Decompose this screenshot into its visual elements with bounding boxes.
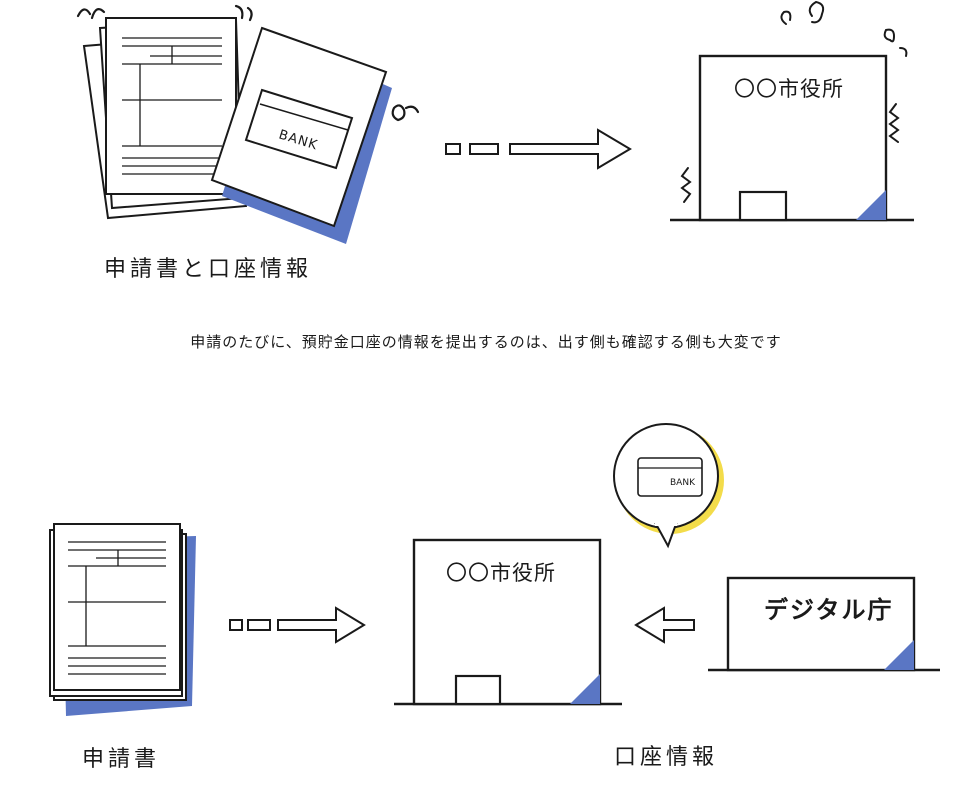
- document-stack-icon: [82, 17, 392, 244]
- documents-label-bottom: 申請書: [82, 747, 160, 772]
- document-stack-icon: [49, 523, 196, 716]
- documents-label-top: 申請書と口座情報: [104, 257, 312, 282]
- arrow-right-icon: [229, 606, 366, 644]
- digital-agency-label: デジタル庁: [764, 596, 894, 624]
- explanation-caption: 申請のたびに、預貯金口座の情報を提出するのは、出す側も確認する側も大変です: [190, 333, 782, 351]
- city-office-label-bottom: 〇〇市役所: [446, 561, 556, 585]
- arrow-right-icon: [445, 128, 632, 170]
- city-hall-building-bottom: 〇〇市役所: [394, 538, 622, 706]
- bank-card-icon: BANK: [637, 457, 703, 497]
- arrow-left-icon: [634, 606, 695, 644]
- stress-squiggle-icon: [680, 0, 908, 203]
- account-info-label: 口座情報: [614, 745, 718, 770]
- digital-agency-building: デジタル庁: [708, 576, 940, 672]
- bubble-bank-card-text: BANK: [670, 478, 696, 488]
- top-scene: BANK 申請書と口座情報 〇〇市役所: [76, 0, 914, 282]
- sweat-drop-icon: [76, 4, 420, 122]
- bottom-scene: 申請書 〇〇市役所 BANK: [49, 423, 940, 772]
- speech-bubble-icon: BANK: [613, 423, 724, 549]
- bank-card-icon: BANK: [244, 88, 354, 170]
- city-hall-building-top: 〇〇市役所: [670, 54, 914, 222]
- city-office-label-top: 〇〇市役所: [734, 77, 844, 101]
